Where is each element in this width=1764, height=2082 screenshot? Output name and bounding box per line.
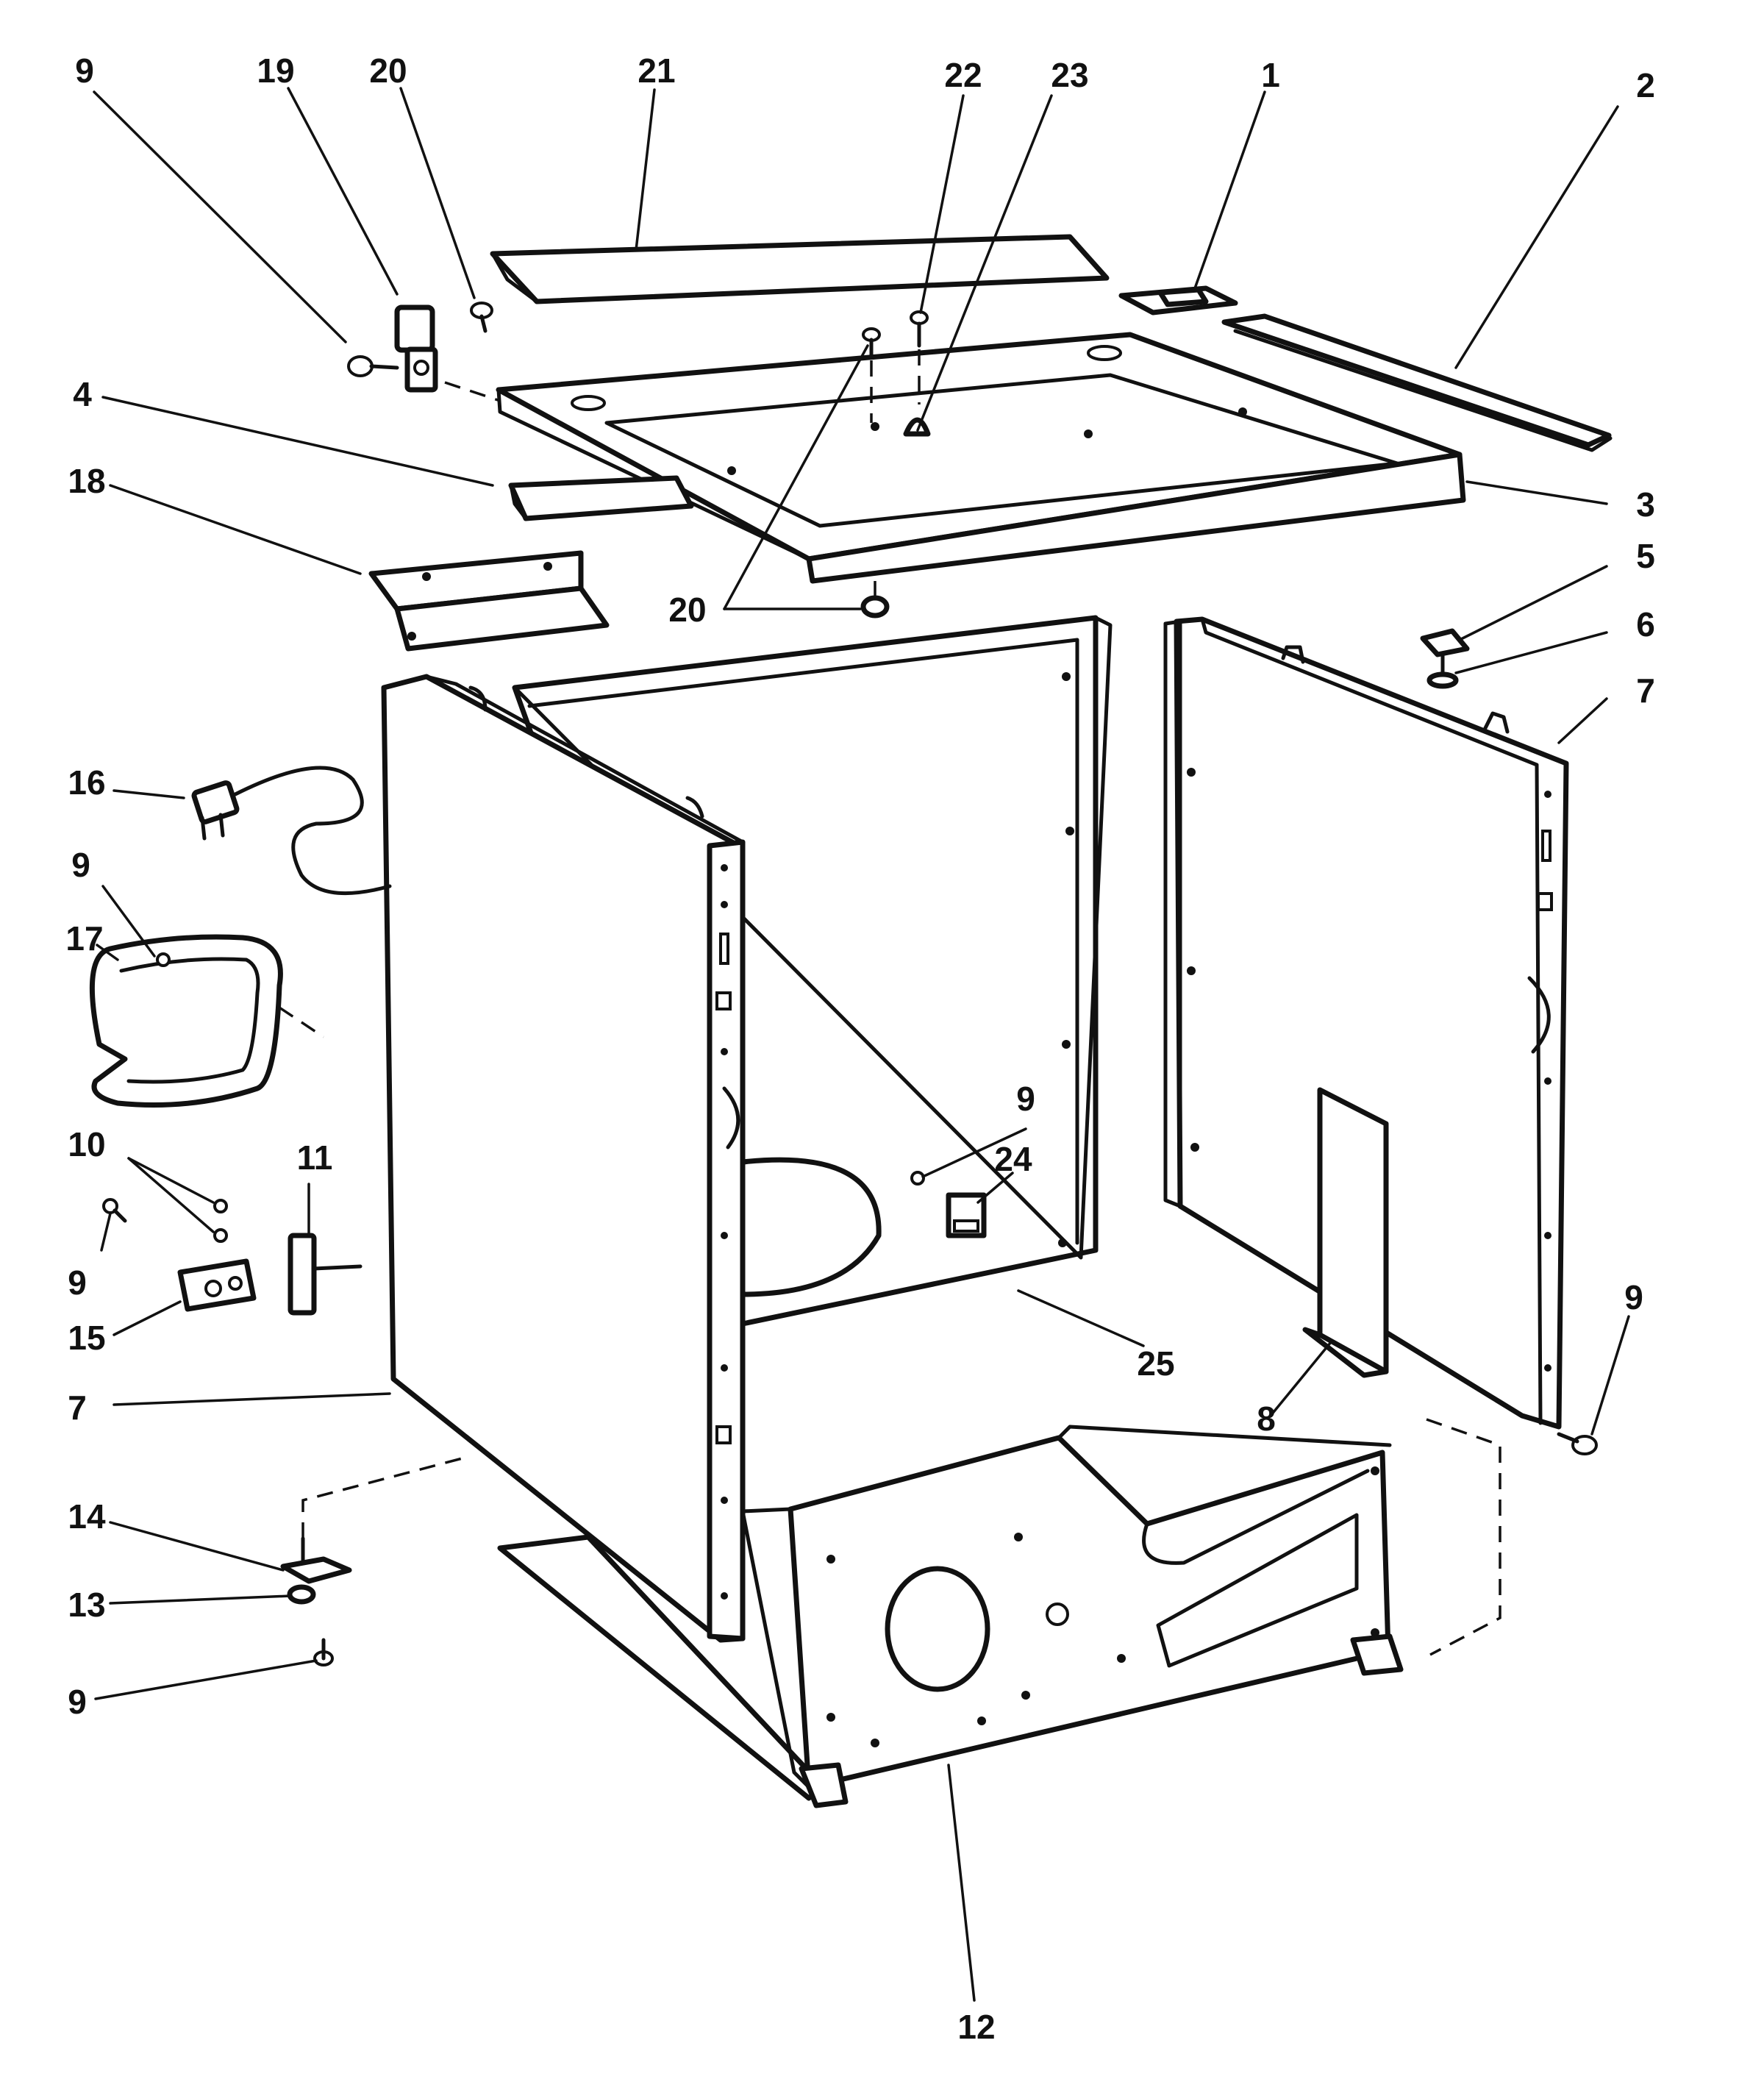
- part-8-baffle-shape: [1302, 1087, 1389, 1378]
- part-17-grommet-shape: [89, 934, 283, 1108]
- callout-9: 9: [68, 1263, 87, 1302]
- callout-23: 23: [1051, 56, 1088, 94]
- screw-icon: [156, 952, 171, 967]
- screw-icon: [910, 1171, 925, 1186]
- callout-6: 6: [1636, 605, 1655, 644]
- nut-icon: [860, 595, 890, 618]
- callout-9: 9: [75, 51, 94, 90]
- part-23-bumper-shape: [903, 417, 931, 437]
- callout-20: 20: [369, 51, 407, 90]
- part-4-strip-shape: [508, 475, 694, 521]
- callout-7: 7: [68, 1388, 87, 1427]
- callout-12: 12: [957, 2008, 995, 2046]
- screw-icon: [1557, 1432, 1598, 1455]
- callout-24: 24: [994, 1140, 1032, 1178]
- part-16-power-cord-shape: [191, 766, 392, 896]
- callout-10: 10: [68, 1125, 105, 1163]
- callout-18: 18: [68, 462, 105, 500]
- part-7-left-side-panel-shape: [381, 674, 746, 1643]
- screw-icon: [102, 1198, 127, 1223]
- part-1-bracket-shape: [1118, 285, 1238, 315]
- screw-icon: [862, 327, 881, 359]
- callout-9: 9: [1016, 1080, 1035, 1118]
- callout-19: 19: [257, 51, 294, 90]
- part-7-right-side-panel-shape: [1163, 616, 1569, 1430]
- screw-icon: [313, 1638, 334, 1666]
- part-2-rail-shape: [1221, 313, 1613, 452]
- part-3-top-cover-shape: [496, 332, 1466, 584]
- callout-14: 14: [68, 1497, 106, 1536]
- callout-3: 3: [1636, 485, 1655, 524]
- screw-icon: [213, 1228, 228, 1243]
- leader-lines: [93, 87, 1630, 2002]
- callout-9: 9: [68, 1683, 87, 1721]
- part-21-control-panel-shape: [490, 234, 1110, 304]
- callout-9: 9: [1624, 1278, 1643, 1316]
- part-15-terminal-block-shape: [177, 1258, 257, 1312]
- screw-icon: [347, 355, 399, 377]
- callout-11: 11: [297, 1138, 333, 1177]
- screw-icon: [910, 310, 929, 348]
- callout-15: 15: [68, 1319, 105, 1357]
- callout-5: 5: [1636, 537, 1655, 575]
- callout-7: 7: [1636, 671, 1655, 710]
- callout-13: 13: [68, 1586, 105, 1624]
- part-18-angle-bracket-shape: [368, 550, 610, 652]
- part-5-leveling-foot-shape: [1420, 628, 1470, 689]
- callout-1: 1: [1261, 56, 1280, 94]
- callout-16: 16: [68, 763, 105, 802]
- callout-17: 17: [65, 919, 103, 958]
- callout-9: 9: [71, 846, 90, 884]
- callout-22: 22: [944, 56, 982, 94]
- callout-20: 20: [668, 591, 706, 629]
- part-12-base-frame-shape: [497, 1425, 1404, 1808]
- callout-4: 4: [73, 375, 92, 413]
- part-11-connector-shape: [288, 1233, 363, 1316]
- callout-2: 2: [1636, 66, 1655, 104]
- callout-25: 25: [1137, 1344, 1174, 1383]
- screw-icon: [470, 302, 493, 333]
- callout-21: 21: [638, 51, 675, 90]
- part-14-foot-bracket-shape: [280, 1536, 352, 1605]
- callout-8: 8: [1257, 1400, 1276, 1438]
- part-19-hinge-bracket-shape: [394, 304, 438, 393]
- screw-icon: [213, 1199, 228, 1213]
